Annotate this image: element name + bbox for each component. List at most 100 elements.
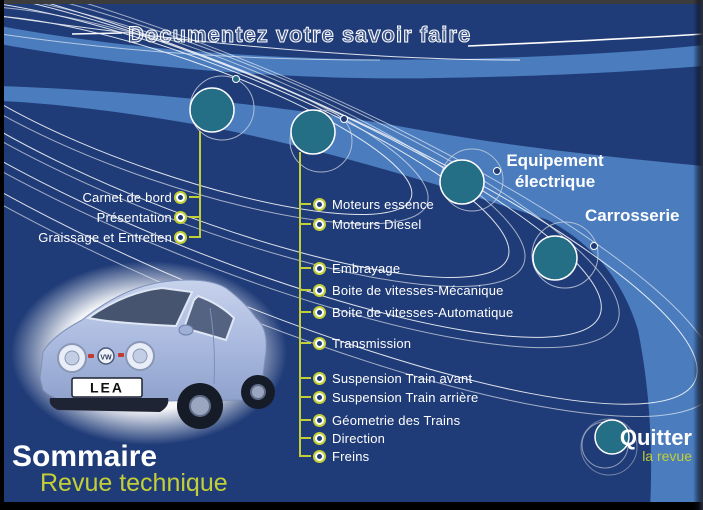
menu-item-label: Carnet de bord: [82, 189, 172, 205]
main-swoosh: [0, 86, 703, 510]
menu-item-transmission[interactable]: Transmission: [299, 335, 411, 351]
car-image: VW LEA: [10, 256, 288, 446]
car-door-seam: [209, 307, 215, 385]
menu-item-direction[interactable]: Direction: [299, 430, 385, 446]
node-dot-icon: [176, 192, 185, 202]
branch-line: [299, 396, 311, 398]
menu-item-label: Présentation: [96, 209, 172, 225]
section-label-equipement-electrique[interactable]: Equipement électrique: [488, 150, 622, 192]
car-mirror: [178, 324, 194, 336]
car-indicator-right: [118, 353, 124, 357]
branch-line: [299, 419, 311, 421]
node-dot-icon: [315, 451, 324, 461]
page-subheading-revue-technique: Revue technique: [40, 469, 228, 497]
menu-item-boite-vitesses-mecanique[interactable]: Boite de vitesses-Mécanique: [299, 282, 504, 298]
car-windshield: [85, 286, 194, 328]
menu-item-moteurs-essence[interactable]: Moteurs essence: [299, 196, 434, 212]
hub-circles: [189, 87, 630, 455]
hub-circle-left-menu[interactable]: [189, 87, 235, 133]
menu-item-presentation[interactable]: Présentation: [30, 209, 200, 225]
window-border-bottom: [0, 502, 703, 510]
menu-item-freins[interactable]: Freins: [299, 448, 369, 464]
car-front-wheel-rim: [189, 395, 211, 417]
menu-item-embrayage[interactable]: Embrayage: [299, 260, 400, 276]
quit-sublabel: la revue: [642, 448, 692, 464]
satellite-dot-icon: [493, 167, 501, 175]
node-dot-icon: [315, 338, 324, 348]
menu-item-moteurs-diesel[interactable]: Moteurs Diesel: [299, 216, 422, 232]
branch-line: [299, 223, 311, 225]
node-dot-icon: [315, 199, 324, 209]
window-border-top: [0, 0, 703, 4]
satellite-dot-icon: [340, 115, 348, 123]
branch-line: [299, 311, 311, 313]
menu-item-geometrie-des-trains[interactable]: Géometrie des Trains: [299, 412, 460, 428]
branch-line: [299, 342, 311, 344]
node-dot-icon: [315, 219, 324, 229]
branch-line: [189, 196, 200, 198]
branch-line: [189, 216, 200, 218]
quit-button[interactable]: Quitter la revue: [598, 427, 692, 464]
equipment-label-line1: Equipement: [506, 151, 604, 170]
menu-item-boite-vitesses-automatique[interactable]: Boite de vitesses-Automatique: [299, 304, 513, 320]
menu-item-label: Embrayage: [332, 260, 401, 276]
node-dot-icon: [315, 285, 324, 295]
title-rule-lines: [71, 32, 703, 47]
node-dot-icon: [315, 307, 324, 317]
license-plate: [71, 377, 143, 398]
equipment-label-line2: électrique: [514, 172, 596, 191]
menu-item-label: Freins: [332, 448, 370, 464]
hub-circle-equipment[interactable]: [439, 159, 485, 205]
menu-item-graissage-et-entretien[interactable]: Graissage et Entretien: [30, 229, 200, 245]
menu-item-label: Transmission: [332, 335, 412, 351]
menu-item-label: Moteurs essence: [332, 196, 434, 212]
node-dot-icon: [315, 373, 324, 383]
node-dot-icon: [315, 263, 324, 273]
satellite-dot-icon: [232, 75, 240, 83]
car-headlight-left-inner: [64, 350, 80, 366]
menu-item-suspension-train-arriere[interactable]: Suspension Train arrière: [299, 389, 478, 405]
hub-circle-quit[interactable]: [594, 419, 630, 455]
section-label-carrosserie[interactable]: Carrosserie: [585, 206, 680, 225]
license-plate-text: LEA: [90, 380, 124, 396]
satellite-dot-icon: [590, 242, 598, 250]
hub-circle-center-menu[interactable]: [290, 109, 336, 155]
menu-item-label: Géometrie des Trains: [332, 412, 461, 428]
node-dot-icon: [315, 433, 324, 443]
menu-item-label: Suspension Train avant: [332, 370, 473, 386]
branch-line: [299, 377, 311, 379]
branch-line: [299, 267, 311, 269]
window-border-right: [693, 0, 703, 510]
branch-line: [189, 236, 200, 238]
menu-item-label: Boite de vitesses-Mécanique: [332, 282, 504, 298]
menu-item-label: Suspension Train arrière: [332, 389, 479, 405]
car-indicator-left: [88, 354, 94, 358]
branch-line: [299, 437, 311, 439]
page-title: Documentez votre savoir faire: [127, 22, 472, 48]
menu-item-label: Direction: [332, 430, 386, 446]
branch-line: [299, 203, 311, 205]
menu-item-carnet-de-bord[interactable]: Carnet de bord: [30, 189, 200, 205]
vw-badge-icon: [97, 347, 115, 365]
menu-item-label: Moteurs Diesel: [332, 216, 422, 232]
car-bumper: [49, 398, 169, 412]
page-heading-sommaire: Sommaire: [12, 440, 158, 473]
left-menu-connector-line: [199, 131, 201, 238]
vw-badge-text: VW: [100, 355, 112, 362]
node-dot-icon: [176, 212, 185, 222]
center-menu-connector-line: [299, 152, 301, 457]
node-dot-icon: [176, 232, 185, 242]
menu-item-label: Graissage et Entretien: [38, 229, 172, 245]
car-rear-wheel-rim: [250, 384, 266, 400]
menu-item-suspension-train-avant[interactable]: Suspension Train avant: [299, 370, 472, 386]
node-dot-icon: [315, 392, 324, 402]
window-border-left: [0, 0, 4, 510]
car-headlight-right-inner: [132, 348, 148, 364]
branch-line: [299, 455, 311, 457]
menu-item-label: Boite de vitesses-Automatique: [332, 304, 514, 320]
node-dot-icon: [315, 415, 324, 425]
branch-line: [299, 289, 311, 291]
quit-label: Quitter: [619, 425, 692, 450]
hub-circle-carrosserie[interactable]: [532, 235, 578, 281]
